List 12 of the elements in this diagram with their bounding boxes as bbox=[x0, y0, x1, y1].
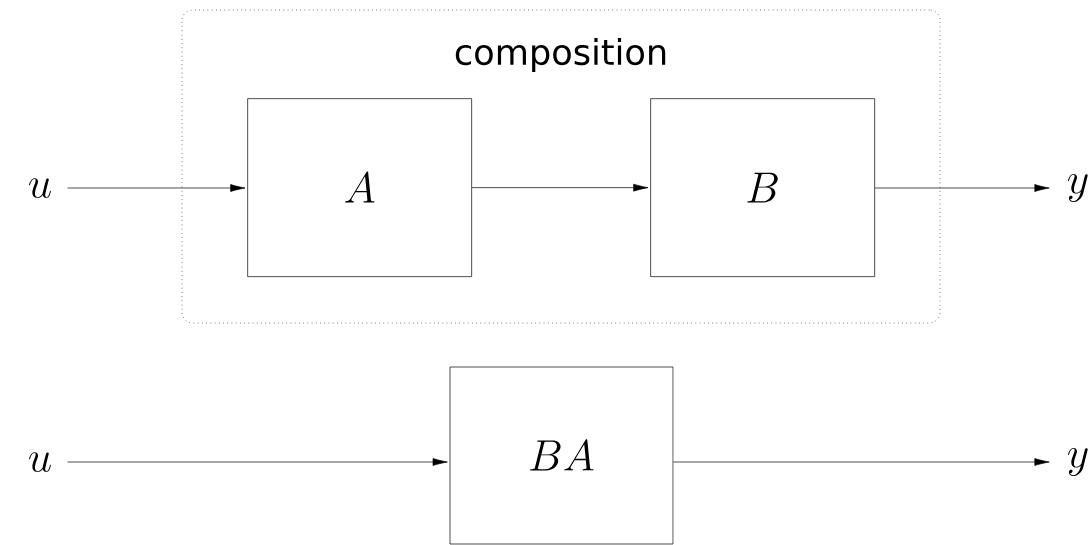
signal-label: $y$ bbox=[1067, 173, 1088, 203]
block-box: $A$ bbox=[247, 98, 472, 277]
block-box: $BA$ bbox=[449, 366, 674, 545]
arrow bbox=[673, 458, 1050, 466]
arrow bbox=[67, 458, 448, 466]
block-box: $B$ bbox=[650, 98, 875, 277]
signal-label: $u$ bbox=[29, 178, 51, 198]
arrow bbox=[67, 184, 246, 192]
signal-label: $u$ bbox=[29, 452, 51, 472]
arrow bbox=[471, 183, 649, 192]
arrow bbox=[874, 184, 1050, 192]
signal-label: $y$ bbox=[1067, 447, 1088, 477]
